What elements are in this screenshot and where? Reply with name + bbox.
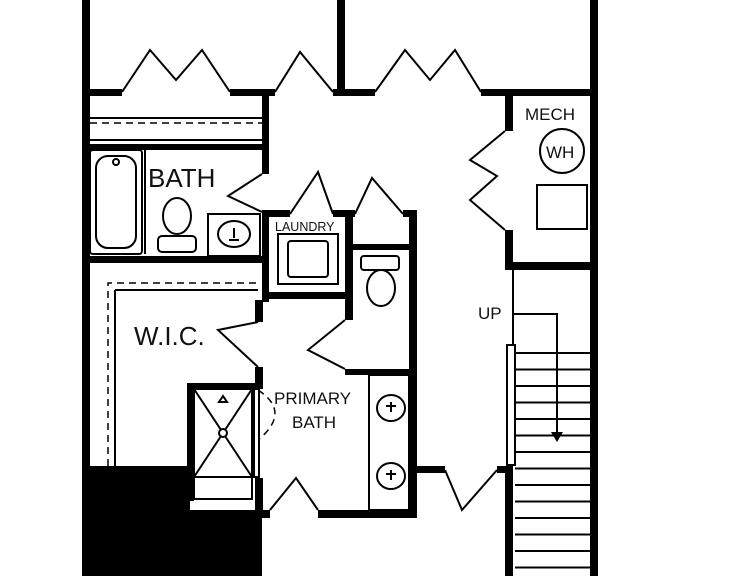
lower-hall-door <box>444 469 498 512</box>
closet-wall-right <box>481 89 598 96</box>
bath-toilet-tank <box>157 235 197 253</box>
mech-door-swing <box>468 130 506 231</box>
shower-right-wall-top <box>255 300 263 322</box>
wc-toilet-bowl <box>366 269 396 307</box>
lower-hall-wall-b <box>497 466 513 473</box>
laundry-top-wall-b <box>333 210 355 217</box>
bath-bottom-wall <box>82 256 269 263</box>
shower-right-wall <box>255 367 263 389</box>
walls <box>82 0 598 576</box>
wc-tank <box>360 255 400 271</box>
right-outer-wall <box>590 0 598 576</box>
stair-handrail <box>506 344 516 466</box>
labels: BATH W.I.C. MECH LAUNDRY PRIMARY BATH WH… <box>134 105 575 432</box>
room-label-primary-bath-1: PRIMARY <box>274 389 351 408</box>
laundry-top-wall-a <box>262 210 290 217</box>
bifold-door-left <box>121 48 231 93</box>
closet-wall-center <box>333 89 375 96</box>
center-closet-divider <box>337 0 345 92</box>
wic-door-swing <box>215 321 259 368</box>
wc-top-wall <box>345 244 417 250</box>
bath-lower-wall <box>318 510 417 518</box>
laundry-right-wall <box>345 210 353 320</box>
stairs <box>506 270 590 569</box>
mech-left-wall-top <box>505 89 513 131</box>
shower-top-wall <box>187 383 261 389</box>
closet-wall-mid <box>230 89 275 96</box>
wc-bottom-wall <box>345 369 417 375</box>
room-label-primary-bath-2: BATH <box>292 413 336 432</box>
wic-top-wall <box>82 256 88 470</box>
shower-drain <box>218 428 228 438</box>
bath-lower-wall-left <box>262 510 270 518</box>
hall-door-top <box>274 50 334 93</box>
laundry-machine-inner <box>287 240 329 278</box>
furnace <box>536 184 588 230</box>
bath-top-wall <box>82 144 269 150</box>
shower-head-icon <box>217 394 229 403</box>
stair-direction-line <box>513 313 558 436</box>
shower-door-swing <box>257 389 276 441</box>
laundry-bottom-wall <box>262 292 353 299</box>
primary-bath-door <box>269 476 319 511</box>
closets <box>90 48 482 466</box>
shower-left-wall <box>187 383 194 501</box>
mech-bottom-wall <box>505 262 598 270</box>
bathtub-basin <box>95 155 137 249</box>
lower-left-solid <box>82 466 262 576</box>
stair-left-wall <box>505 466 513 576</box>
fixtures <box>89 128 588 511</box>
wc-right-wall <box>409 210 417 515</box>
shower-glass <box>253 388 260 478</box>
laundry-door-swing <box>289 169 334 215</box>
primary-faucet-bottom <box>386 470 396 480</box>
bath-toilet-bowl <box>162 197 192 235</box>
shower-right-wall-low <box>255 478 263 518</box>
room-label-laundry: LAUNDRY <box>275 220 335 234</box>
doors <box>215 130 506 512</box>
primary-faucet-top <box>386 402 396 412</box>
shower-bench <box>193 476 253 500</box>
stair-arrow-head <box>551 432 563 442</box>
lower-hall-wall-a <box>409 466 445 473</box>
bath-faucet <box>229 228 239 241</box>
wic-dashed-shelf <box>107 282 258 466</box>
room-label-wic: W.I.C. <box>134 321 205 351</box>
stair-up-label: UP <box>478 304 502 323</box>
water-heater-label: WH <box>546 143 574 162</box>
closet-wall-left <box>82 89 122 96</box>
room-label-bath: BATH <box>148 163 215 193</box>
bathtub-drain <box>112 158 120 166</box>
mech-left-wall-bot <box>505 230 513 270</box>
linen-wall <box>262 89 269 147</box>
bath-door-swing <box>225 173 263 213</box>
room-label-mech: MECH <box>525 105 575 124</box>
wc-door-swing <box>306 319 346 370</box>
wc-closet-door <box>354 176 404 215</box>
water-heater <box>539 128 585 174</box>
bath-right-wall <box>262 144 269 174</box>
bifold-door-right <box>374 48 482 93</box>
